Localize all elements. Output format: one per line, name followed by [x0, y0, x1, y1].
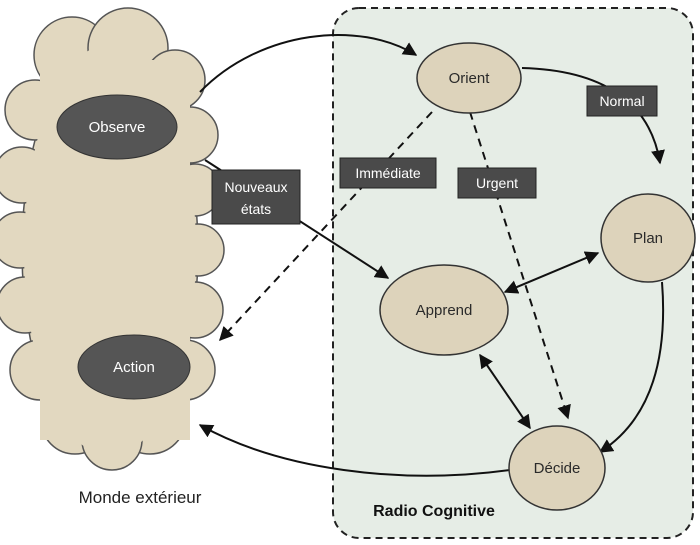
- edge-observe-orient: [199, 33, 418, 93]
- plan-label: Plan: [633, 230, 663, 247]
- orient-label: Orient: [449, 70, 491, 87]
- tag-immediate: Immédiate: [339, 157, 437, 189]
- tag-urgent: Urgent: [457, 167, 537, 199]
- edge-orient-decide-dashed: [469, 111, 571, 420]
- action-label: Action: [113, 359, 155, 376]
- edge-plan-decide: [598, 281, 665, 453]
- tag-normal-label: Normal: [599, 93, 644, 109]
- decide-node: Décide: [508, 425, 606, 511]
- observe-label: Observe: [89, 119, 146, 136]
- tag-nouveaux-line1: Nouveaux: [224, 179, 287, 195]
- edge-apprend-plan: [503, 251, 600, 294]
- edge-decide-action: [198, 424, 511, 477]
- edge-orient-action-dashed: [219, 111, 433, 342]
- tag-nouveaux-line2: états: [241, 201, 271, 217]
- decide-label: Décide: [534, 460, 581, 477]
- world-caption: Monde extérieur: [79, 488, 202, 507]
- tag-immediate-label: Immédiate: [355, 165, 421, 181]
- tag-normal: Normal: [586, 85, 658, 117]
- edge-apprend-decide: [479, 353, 531, 430]
- radio-caption: Radio Cognitive: [373, 503, 495, 520]
- action-node: Action: [77, 334, 191, 400]
- tag-urgent-label: Urgent: [476, 175, 518, 191]
- apprend-node: Apprend: [379, 264, 509, 356]
- tag-nouveaux-etats: Nouveaux états: [211, 169, 301, 225]
- observe-node: Observe: [56, 94, 178, 160]
- plan-node: Plan: [600, 193, 696, 283]
- orient-node: Orient: [416, 42, 522, 114]
- apprend-label: Apprend: [416, 302, 473, 319]
